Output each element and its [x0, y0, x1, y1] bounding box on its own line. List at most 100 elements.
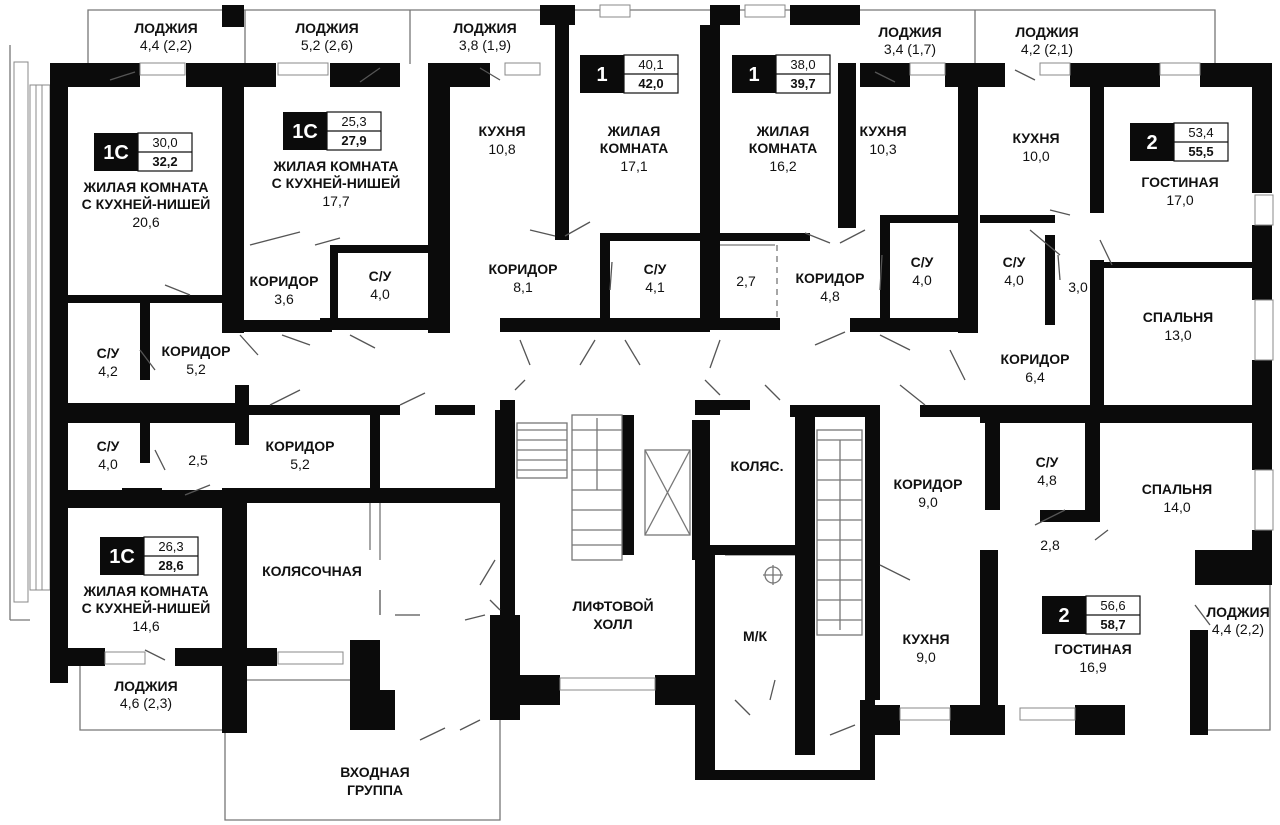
room-name: ЛОДЖИЯ: [114, 678, 177, 694]
room-name: ЖИЛАЯ КОМНАТА: [82, 583, 208, 599]
badge-type: 2: [1146, 132, 1157, 154]
room-name: ХОЛЛ: [593, 616, 632, 632]
room-area: 6,4: [1025, 369, 1045, 385]
badge-area-with-loggia: 27,9: [341, 133, 366, 148]
badge-area-with-loggia: 39,7: [790, 76, 815, 91]
room-name: ГОСТИНАЯ: [1054, 641, 1131, 657]
room-area: 14,0: [1163, 499, 1190, 515]
badge-area-with-loggia: 42,0: [638, 76, 663, 91]
room-area: 5,2: [186, 361, 206, 377]
badge-area-with-loggia: 28,6: [158, 558, 183, 573]
room-area: 3,6: [274, 291, 294, 307]
room-area: 10,0: [1022, 148, 1049, 164]
room-name: М/К: [743, 628, 768, 644]
badge-area-with-loggia: 55,5: [1188, 144, 1213, 159]
room-name: С/У: [1003, 254, 1026, 270]
room-area: 17,1: [620, 158, 647, 174]
badge-total-area: 26,3: [158, 539, 183, 554]
room-name: КУХНЯ: [902, 631, 949, 647]
apartment-badge: 1С 30,0 32,2: [94, 132, 193, 172]
badge-type: 1С: [109, 546, 135, 568]
room-name: КОРИДОР: [1000, 351, 1069, 367]
room-name: ВХОДНАЯ: [340, 764, 410, 780]
area-number: 2,7: [736, 273, 756, 289]
room-name: ЖИЛАЯ: [607, 123, 661, 139]
room-name: ЖИЛАЯ КОМНАТА: [82, 179, 208, 195]
room-area: 4,8: [820, 288, 840, 304]
room-area: 16,9: [1079, 659, 1106, 675]
room-name: ЛОДЖИЯ: [453, 20, 516, 36]
room-area: 4,2: [98, 363, 118, 379]
room-area: 4,0: [1004, 272, 1024, 288]
room-area: 9,0: [916, 649, 936, 665]
left-facade: [13, 61, 51, 603]
badge-type: 1: [748, 64, 759, 86]
room-area: 17,0: [1166, 192, 1193, 208]
room-name: ЛОДЖИЯ: [1206, 604, 1269, 620]
room-area: 14,6: [132, 618, 159, 634]
room-name: С/У: [97, 438, 120, 454]
room-name: ГРУППА: [347, 782, 403, 798]
apartment-badge: 1 38,0 39,7: [732, 54, 831, 94]
badge-type: 1: [596, 64, 607, 86]
room-area: 16,2: [769, 158, 796, 174]
badge-total-area: 56,6: [1100, 598, 1125, 613]
room-name: ЛОДЖИЯ: [1015, 24, 1078, 40]
room-name: КУХНЯ: [859, 123, 906, 139]
walls: [50, 5, 1272, 780]
room-name: ЖИЛАЯ: [756, 123, 810, 139]
room-name: С/У: [97, 345, 120, 361]
room-area: 20,6: [132, 214, 159, 230]
room-name: КОРИДОР: [161, 343, 230, 359]
room-name: КОРИДОР: [265, 438, 334, 454]
room-area: 4,0: [370, 286, 390, 302]
room-name: С/У: [369, 268, 392, 284]
room-area: 4,6 (2,3): [120, 695, 172, 711]
room-name: КОМНАТА: [600, 140, 668, 156]
room-name: СПАЛЬНЯ: [1143, 309, 1214, 325]
area-number: 2,5: [188, 452, 208, 468]
room-area: 8,1: [513, 279, 533, 295]
room-name: КУХНЯ: [1012, 130, 1059, 146]
room-area: 3,4 (1,7): [884, 41, 936, 57]
room-area: 13,0: [1164, 327, 1191, 343]
room-name: СПАЛЬНЯ: [1142, 481, 1213, 497]
room-name: ЛОДЖИЯ: [295, 20, 358, 36]
doors: [109, 67, 1211, 741]
badge-type: 1С: [292, 121, 318, 143]
badge-total-area: 53,4: [1188, 125, 1213, 140]
badge-area-with-loggia: 32,2: [152, 154, 177, 169]
room-name: С/У: [644, 261, 667, 277]
room-name: С КУХНЕЙ-НИШЕЙ: [82, 599, 211, 616]
room-area: 3,8 (1,9): [459, 37, 511, 53]
room-area: 4,0: [912, 272, 932, 288]
room-name: КУХНЯ: [478, 123, 525, 139]
room-area: 5,2: [290, 456, 310, 472]
badge-type: 1С: [103, 142, 129, 164]
room-name: КОРИДОР: [249, 273, 318, 289]
room-name: С/У: [1036, 454, 1059, 470]
room-name: ЛОДЖИЯ: [878, 24, 941, 40]
room-area: 10,8: [488, 141, 515, 157]
apartment-badge: 2 53,4 55,5: [1130, 122, 1229, 162]
badge-total-area: 30,0: [152, 135, 177, 150]
room-name: С/У: [911, 254, 934, 270]
apartment-badge: 1 40,1 42,0: [580, 54, 679, 94]
room-name: С КУХНЕЙ-НИШЕЙ: [82, 195, 211, 212]
room-name: КОРИДОР: [795, 270, 864, 286]
room-name: КОЛЯСОЧНАЯ: [262, 563, 362, 579]
room-area: 5,2 (2,6): [301, 37, 353, 53]
room-name: КОМНАТА: [749, 140, 817, 156]
room-name: ЛИФТОВОЙ: [572, 597, 653, 614]
apartment-badge: 2 56,6 58,7: [1042, 595, 1141, 635]
area-number: 3,0: [1068, 279, 1088, 295]
room-area: 4,2 (2,1): [1021, 41, 1073, 57]
area-numbers: 2,5 2,7 3,0 2,8: [188, 273, 1088, 553]
badge-total-area: 25,3: [341, 114, 366, 129]
windows: [104, 4, 1274, 721]
room-name: ЛОДЖИЯ: [134, 20, 197, 36]
room-area: 4,4 (2,2): [140, 37, 192, 53]
room-area: 4,8: [1037, 472, 1057, 488]
badge-area-with-loggia: 58,7: [1100, 617, 1125, 632]
